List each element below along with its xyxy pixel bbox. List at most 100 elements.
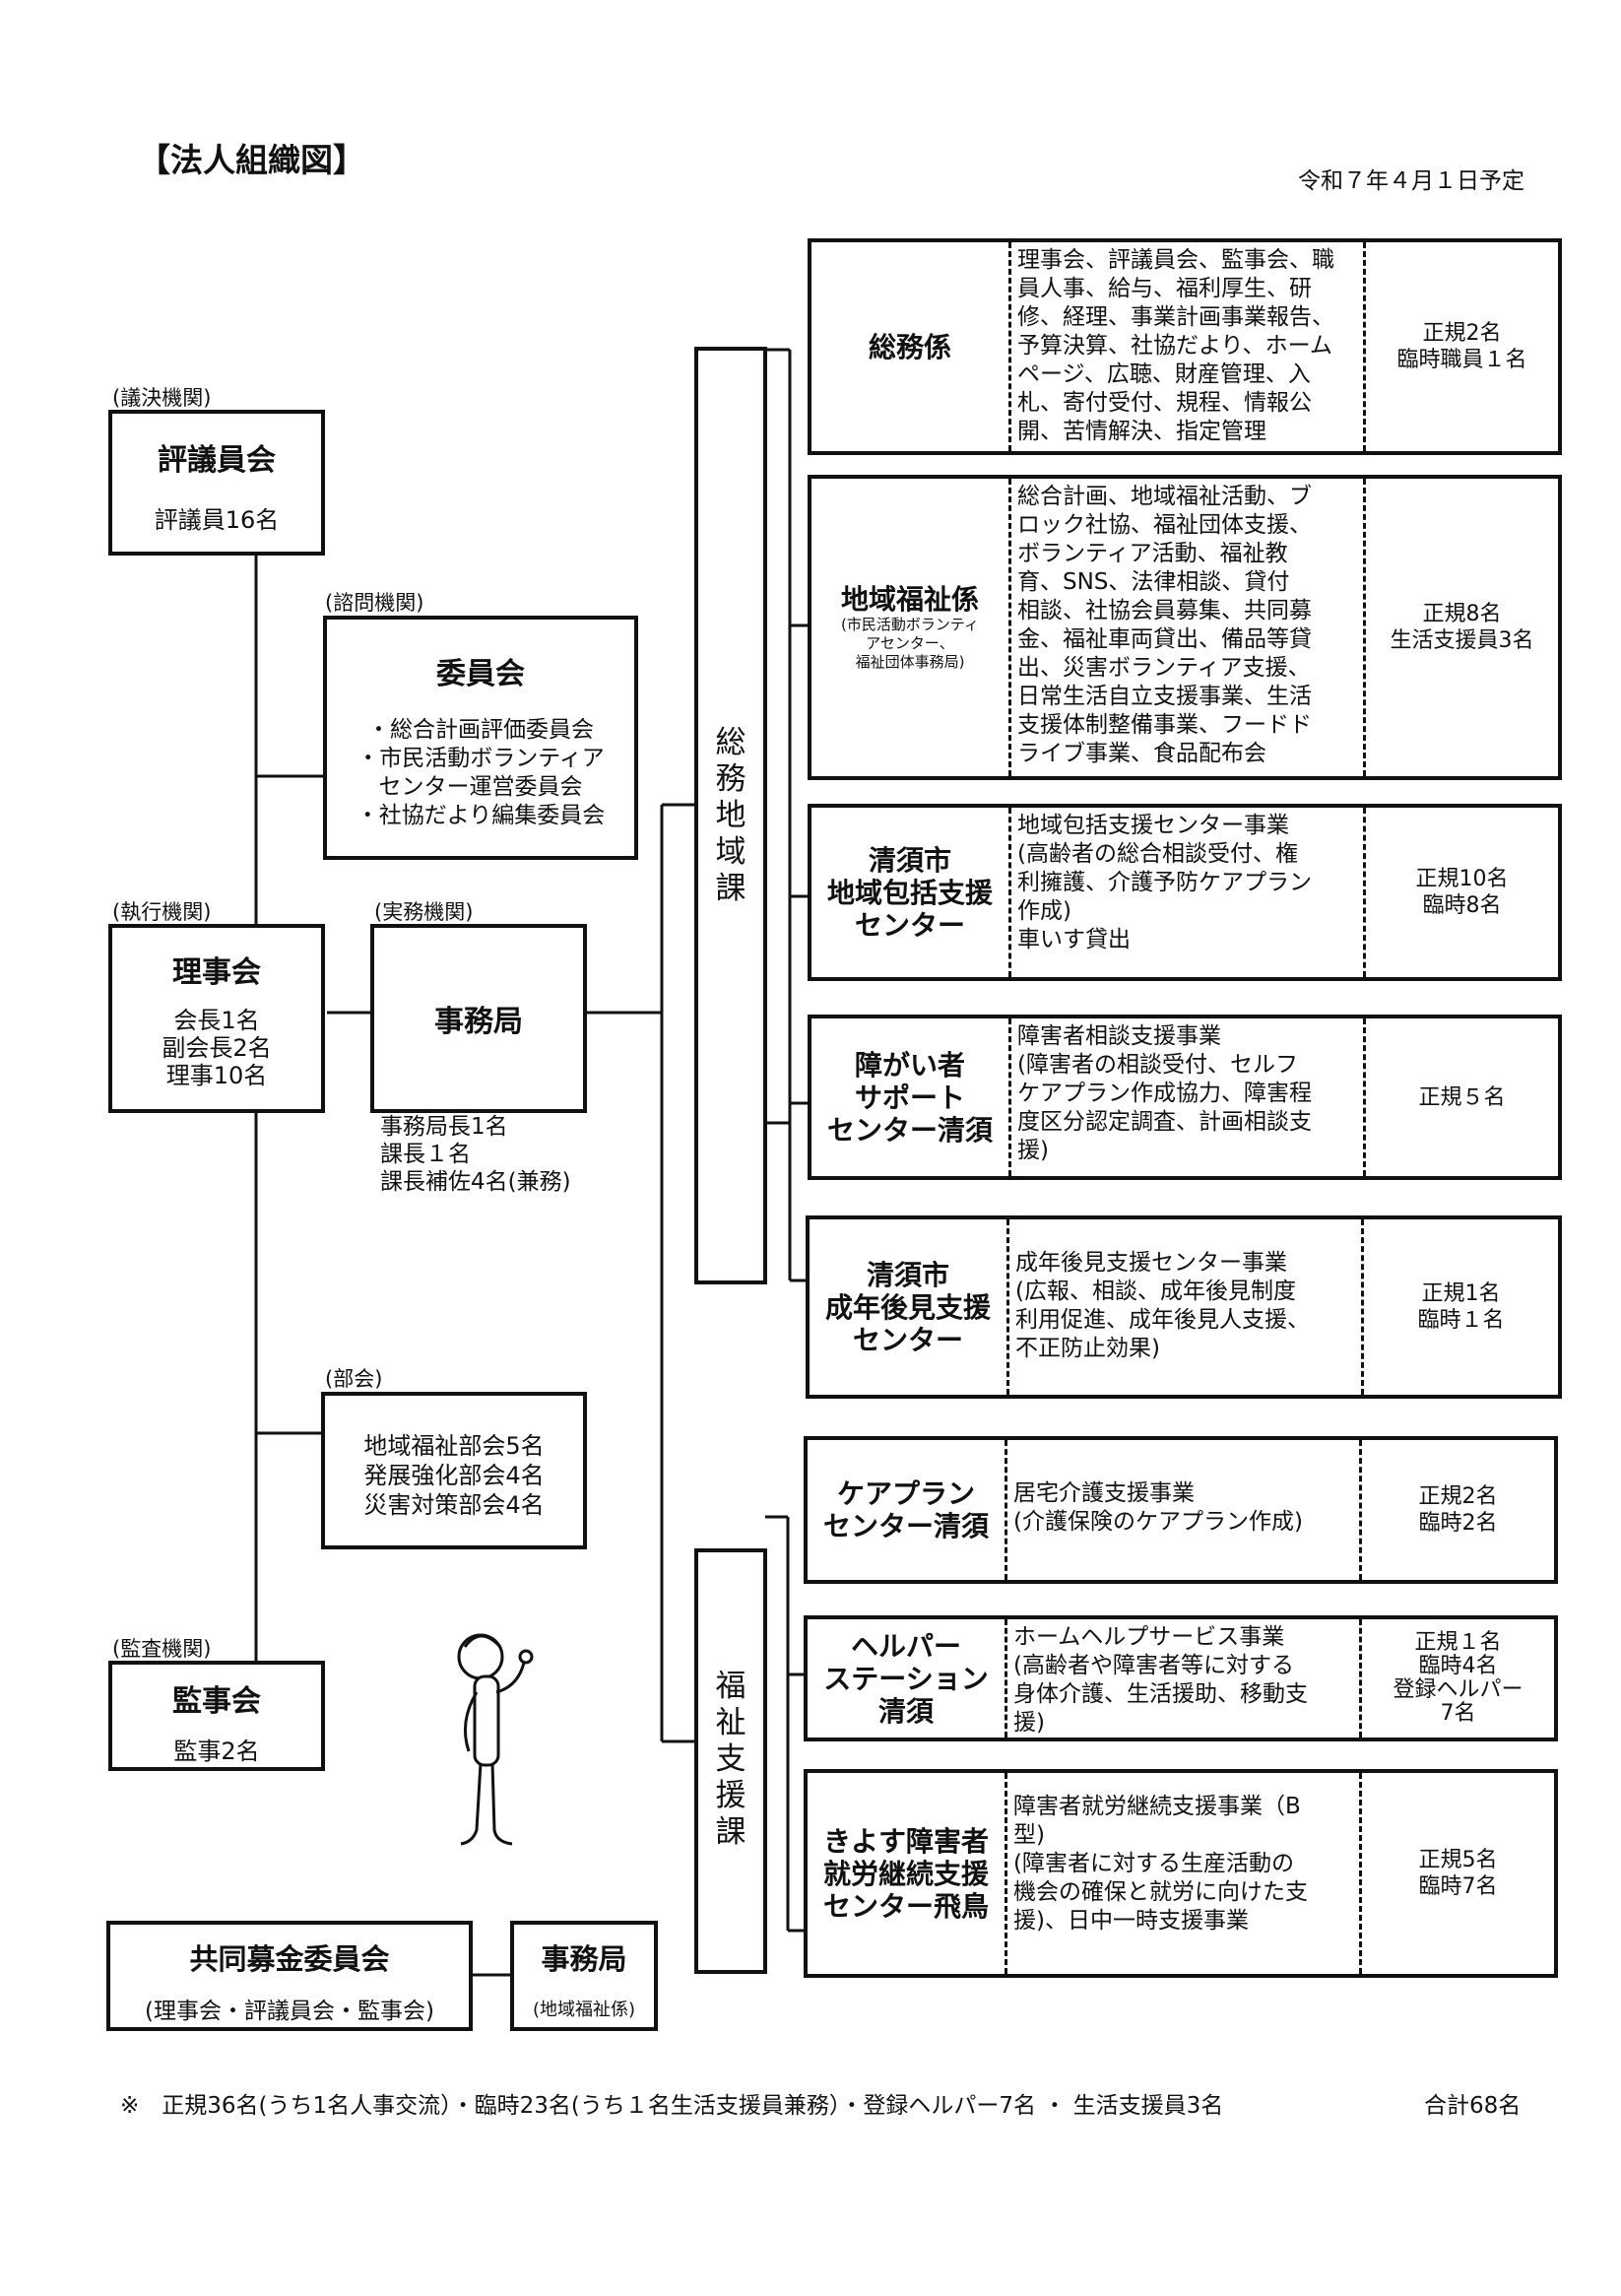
duty-line: ケアプラン作成協力、障害程 (1017, 1081, 1312, 1106)
duty-line: 金、福祉車両貸出、備品等貸 (1017, 626, 1312, 652)
unit-duties-cell: 障害者相談支援事業 (障害者の相談受付、セルフ ケアプラン作成協力、障害程 度区… (1008, 1018, 1363, 1176)
unit-seinen-kouken: 清須市 成年後見支援 センター 成年後見支援センター事業 (広報、相談、成年後見… (806, 1215, 1562, 1399)
footer-total: 合計68名 (1424, 2093, 1522, 2119)
rijikai-line: 理事10名 (165, 1062, 268, 1089)
unit-duties-cell: ホームヘルプサービス事業 (高齢者や障害者等に対する 身体介護、生活援助、移動支… (1005, 1619, 1359, 1738)
duty-line: (高齢者や障害者等に対する (1013, 1653, 1294, 1678)
unit-duties-cell: 成年後見支援センター事業 (広報、相談、成年後見制度 利用促進、成年後見人支援、… (1006, 1219, 1361, 1395)
unit-name-cell: 総務係 (811, 242, 1008, 451)
hyogiinkai-name: 評議員会 (158, 443, 276, 478)
iinkai-box: 委員会 ・総合計画評価委員会 ・市民活動ボランティア センター運営委員会 ・社協… (323, 616, 638, 860)
unit-staff-cell: 正規2名 臨時職員１名 (1363, 242, 1558, 451)
duty-line: 修、経理、事業計画事業報告、 (1017, 304, 1334, 330)
bukai-box: 地域福祉部会5名 発展強化部会4名 災害対策部会4名 (321, 1392, 587, 1549)
unit-name: 総務係 (868, 330, 951, 363)
staff-line: 正規1名 (1421, 1281, 1501, 1306)
unit-name: センター清須 (822, 1510, 989, 1542)
kanjikai-box: 監事会 監事2名 (108, 1661, 325, 1771)
staff-line: 臨時8名 (1422, 893, 1502, 918)
unit-name-cell: ケアプラン センター清須 (808, 1440, 1005, 1580)
unit-duties-cell: 総合計画、地域福祉活動、ブ ロック社協、福祉団体支援、 ボランティア活動、福祉教… (1008, 479, 1363, 776)
executive-tag: (執行機関) (112, 900, 212, 924)
unit-name-cell: ヘルパー ステーション 清須 (808, 1619, 1005, 1738)
division-char: 援 (715, 1778, 746, 1813)
unit-houkatsu: 清須市 地域包括支援 センター 地域包括支援センター事業 (高齢者の総合相談受付… (808, 804, 1562, 981)
duty-line: 地域包括支援センター事業 (1017, 813, 1289, 838)
duty-line: 身体介護、生活援助、移動支 (1013, 1681, 1308, 1707)
bukai-line: 発展強化部会4名 (363, 1462, 545, 1489)
unit-note: 福祉団体事務局) (855, 653, 965, 671)
iinkai-item: ・総合計画評価委員会 (367, 717, 594, 743)
unit-duties-cell: 地域包括支援センター事業 (高齢者の総合相談受付、権 利擁護、介護予防ケアプラン… (1008, 808, 1363, 977)
rijikai-name: 理事会 (172, 955, 261, 990)
duty-line: 総合計画、地域福祉活動、ブ (1017, 484, 1312, 509)
unit-careplan: ケアプラン センター清須 居宅介護支援事業 (介護保険のケアプラン作成) 正規2… (804, 1436, 1558, 1584)
unit-staff-cell: 正規５名 (1363, 1018, 1558, 1176)
unit-name: センター飛鳥 (822, 1889, 989, 1923)
unit-name-cell: 清須市 成年後見支援 センター (810, 1219, 1006, 1395)
division-char: 支 (715, 1741, 746, 1777)
jimukyoku-line: 課長１名 (380, 1142, 471, 1167)
division-char: 域 (715, 834, 746, 870)
unit-staff-cell: 正規１名 臨時4名 登録ヘルパー 7名 (1359, 1619, 1554, 1738)
duty-line: 援) (1013, 1710, 1045, 1736)
duty-line: 障害者就労継続支援事業（B (1013, 1794, 1301, 1819)
kanjikai-detail: 監事2名 (173, 1738, 260, 1765)
fukushi-division-label: 福 祉 支 援 課 (698, 1669, 763, 1851)
division-char: 課 (715, 871, 746, 906)
duty-line: 車いす貸出 (1017, 927, 1131, 952)
duty-line: 理事会、評議員会、監事会、職 (1017, 247, 1334, 273)
unit-duties-cell: 居宅介護支援事業 (介護保険のケアプラン作成) (1005, 1440, 1359, 1580)
duty-line: (障害者に対する生産活動の (1013, 1851, 1294, 1876)
staff-line: 臨時職員１名 (1396, 348, 1527, 372)
duty-line: 作成) (1017, 898, 1071, 924)
duty-line: 出、災害ボランティア支援、 (1017, 655, 1311, 681)
staff-line: 正規8名 (1422, 602, 1502, 626)
duty-line: 型) (1013, 1822, 1045, 1848)
mascot-illustration (457, 1633, 534, 1846)
staff-line: 正規5名 (1418, 1848, 1498, 1872)
bukai-line: 災害対策部会4名 (363, 1491, 545, 1519)
unit-staff-cell: 正規5名 臨時7名 (1359, 1773, 1554, 1974)
duty-line: 員人事、給与、福利厚生、研 (1017, 276, 1312, 301)
duty-line: 育、SNS、法律相談、貸付 (1017, 569, 1290, 595)
jimukyoku-line: 事務局長1名 (380, 1114, 508, 1140)
unit-duties-cell: 理事会、評議員会、監事会、職 員人事、給与、福利厚生、研 修、経理、事業計画事業… (1008, 242, 1363, 451)
unit-staff-cell: 正規2名 臨時2名 (1359, 1440, 1554, 1580)
jimukyoku-box: 事務局 (370, 924, 587, 1113)
somu-chiiki-division: 総 務 地 域 課 (694, 347, 767, 1284)
unit-name: きよす障害者 (822, 1824, 989, 1858)
unit-name: センター (852, 1323, 963, 1356)
duty-line: ライブ事業、食品配布会 (1017, 741, 1266, 766)
duty-line: (障害者の相談受付、セルフ (1017, 1052, 1298, 1078)
unit-name: 清須 (877, 1694, 934, 1728)
unit-name: サポート (854, 1081, 965, 1114)
staff-line: 生活支援員3名 (1390, 628, 1534, 653)
rijikai-line: 副会長2名 (162, 1034, 272, 1062)
duty-line: ボランティア活動、福祉教 (1017, 541, 1288, 566)
kyodo-detail: (理事会・評議員会・監事会) (145, 1999, 434, 2024)
staff-line: 正規2名 (1418, 1484, 1498, 1509)
bukai-tag: (部会) (325, 1367, 383, 1391)
iinkai-item: ・社協だより編集委員会 (356, 803, 606, 828)
kyodo-name: 共同募金委員会 (189, 1942, 390, 1976)
staff-line: 臨時１名 (1417, 1308, 1505, 1333)
division-char: 課 (715, 1814, 746, 1850)
somu-division-label: 総 務 地 域 課 (698, 725, 763, 907)
jimukyoku-name: 事務局 (434, 1005, 523, 1039)
advisory-tag: (諮問機関) (325, 591, 424, 615)
audit-tag: (監査機関) (112, 1637, 212, 1661)
unit-somu: 総務係 理事会、評議員会、監事会、職 員人事、給与、福利厚生、研 修、経理、事業… (808, 238, 1562, 455)
kyodo-jimukyoku-name: 事務局 (541, 1942, 627, 1976)
duty-line: 札、寄付受付、規程、情報公 (1017, 390, 1312, 416)
unit-shogai-support: 障がい者 サポート センター清須 障害者相談支援事業 (障害者の相談受付、セルフ… (808, 1015, 1562, 1180)
unit-name: センター清須 (826, 1113, 993, 1147)
unit-name: センター (854, 908, 965, 942)
duty-line: 利擁護、介護予防ケアプラン (1017, 870, 1312, 895)
iinkai-list: ・総合計画評価委員会 ・市民活動ボランティア センター運営委員会 ・社協だより編… (327, 716, 634, 830)
duty-line: 開、苦情解決、指定管理 (1017, 419, 1266, 444)
staff-line: 正規５名 (1418, 1084, 1506, 1110)
date-label: 令和７年４月１日予定 (1298, 168, 1524, 194)
unit-name-cell: 地域福祉係 (市民活動ボランティ アセンター、 福祉団体事務局) (811, 479, 1008, 776)
